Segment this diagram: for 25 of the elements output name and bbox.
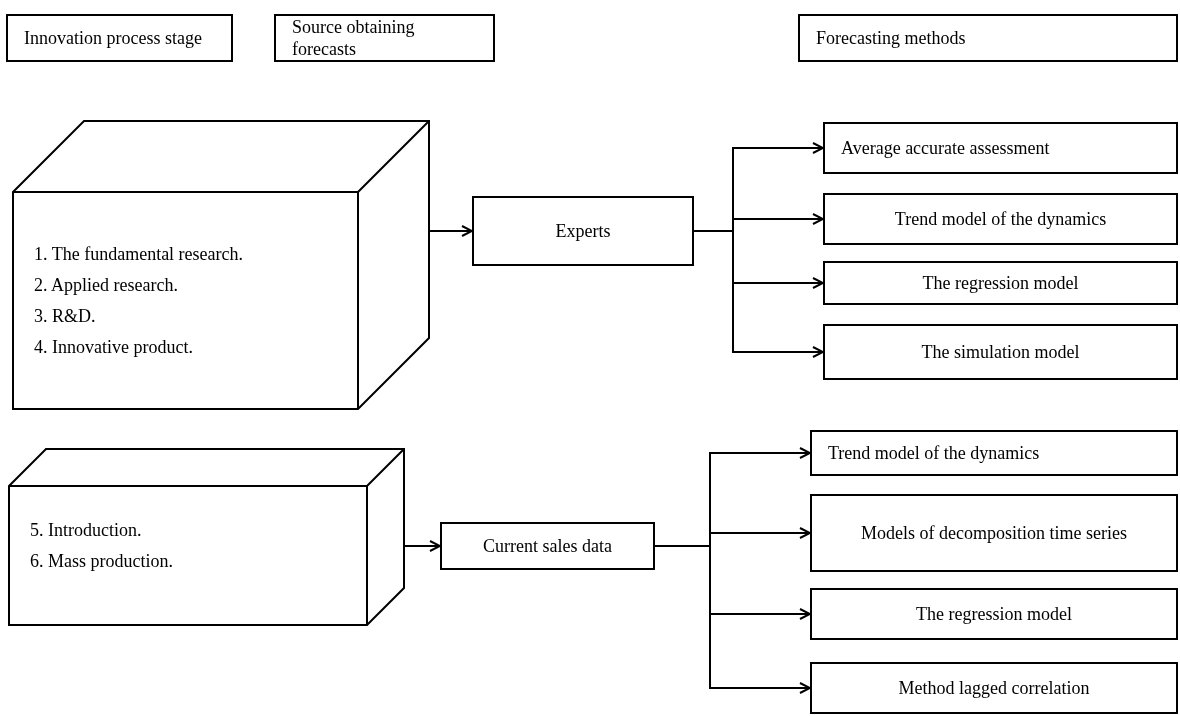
cube-shape	[12, 120, 430, 410]
list-item: 2. Applied research.	[34, 274, 179, 297]
text-box: The simulation model	[823, 324, 1178, 380]
text-box: Trend model of the dynamics	[823, 193, 1178, 245]
text-box: Average accurate assessment	[823, 122, 1178, 174]
list-item: 1. The fundamental research.	[34, 243, 244, 266]
arrow	[404, 540, 441, 552]
text-box: The regression model	[810, 588, 1178, 640]
arrow	[429, 225, 473, 237]
arrow	[654, 545, 811, 694]
text-box: Models of decomposition time series	[810, 494, 1178, 572]
text-box: Innovation process stage	[6, 14, 233, 62]
cube-shape	[8, 448, 405, 626]
text-box: Method lagged correlation	[810, 662, 1178, 714]
text-box: Source obtaining forecasts	[274, 14, 495, 62]
text-box: Forecasting methods	[798, 14, 1178, 62]
arrow	[693, 230, 824, 358]
text-box: The regression model	[823, 261, 1178, 305]
text-box: Experts	[472, 196, 694, 266]
list-item: 3. R&D.	[34, 305, 97, 328]
text-box: Current sales data	[440, 522, 655, 570]
list-item: 6. Mass production.	[30, 550, 173, 573]
text-box: Trend model of the dynamics	[810, 430, 1178, 476]
list-item: 4. Innovative product.	[34, 336, 194, 359]
list-item: 5. Introduction.	[30, 519, 143, 542]
